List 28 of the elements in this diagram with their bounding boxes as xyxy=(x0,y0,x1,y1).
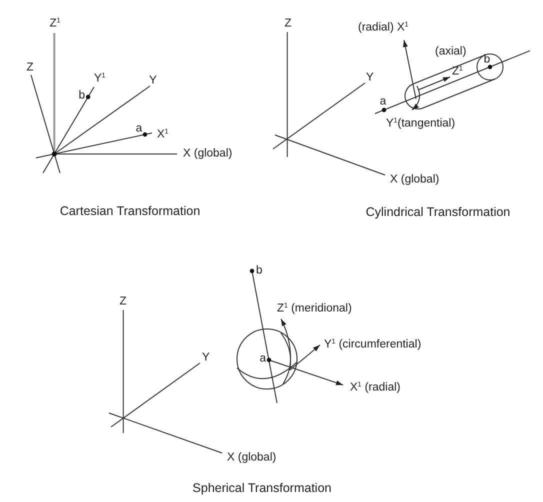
point-label: b xyxy=(256,264,262,278)
point-label: a xyxy=(136,122,142,136)
axis-label: X (global) xyxy=(227,451,276,465)
axis-label: Z xyxy=(26,61,34,75)
axis-label: Y$^{1}$(tangential) xyxy=(386,117,456,131)
axis-label: Y$^{1}$ (circumferential) xyxy=(324,338,422,352)
axis-label: Z xyxy=(119,295,127,309)
caption: Cartesian Transformation xyxy=(60,204,200,218)
axis-label: Z$^{1}$ (meridional) xyxy=(277,302,352,316)
axis-label: Z$^{1}$ xyxy=(452,65,463,79)
axis-label: X (global) xyxy=(390,173,440,187)
axis-label: Y xyxy=(366,71,374,85)
point-label: a xyxy=(380,95,386,109)
axis-label: (axial) xyxy=(435,45,466,59)
caption: Cylindrical Transformation xyxy=(366,204,510,220)
axis-label: X$^{1}$ xyxy=(157,128,169,142)
axis-label: Y$^{1}$ xyxy=(94,72,106,86)
axis-label: Z$^{1}$ xyxy=(50,17,60,31)
point-label: a xyxy=(260,352,266,366)
caption: Spherical Transformation xyxy=(192,480,332,496)
axis-label: (radial) X$^{1}$ xyxy=(358,21,408,35)
axis-label: Y xyxy=(202,351,210,365)
axis-label: X (global) xyxy=(183,147,232,161)
axis-label: Z xyxy=(284,17,292,31)
point-label: b xyxy=(78,89,85,103)
axis-label: Y xyxy=(149,74,157,88)
point-label: b xyxy=(484,53,490,67)
axis-label: X$^{1}$ (radial) xyxy=(350,381,400,395)
